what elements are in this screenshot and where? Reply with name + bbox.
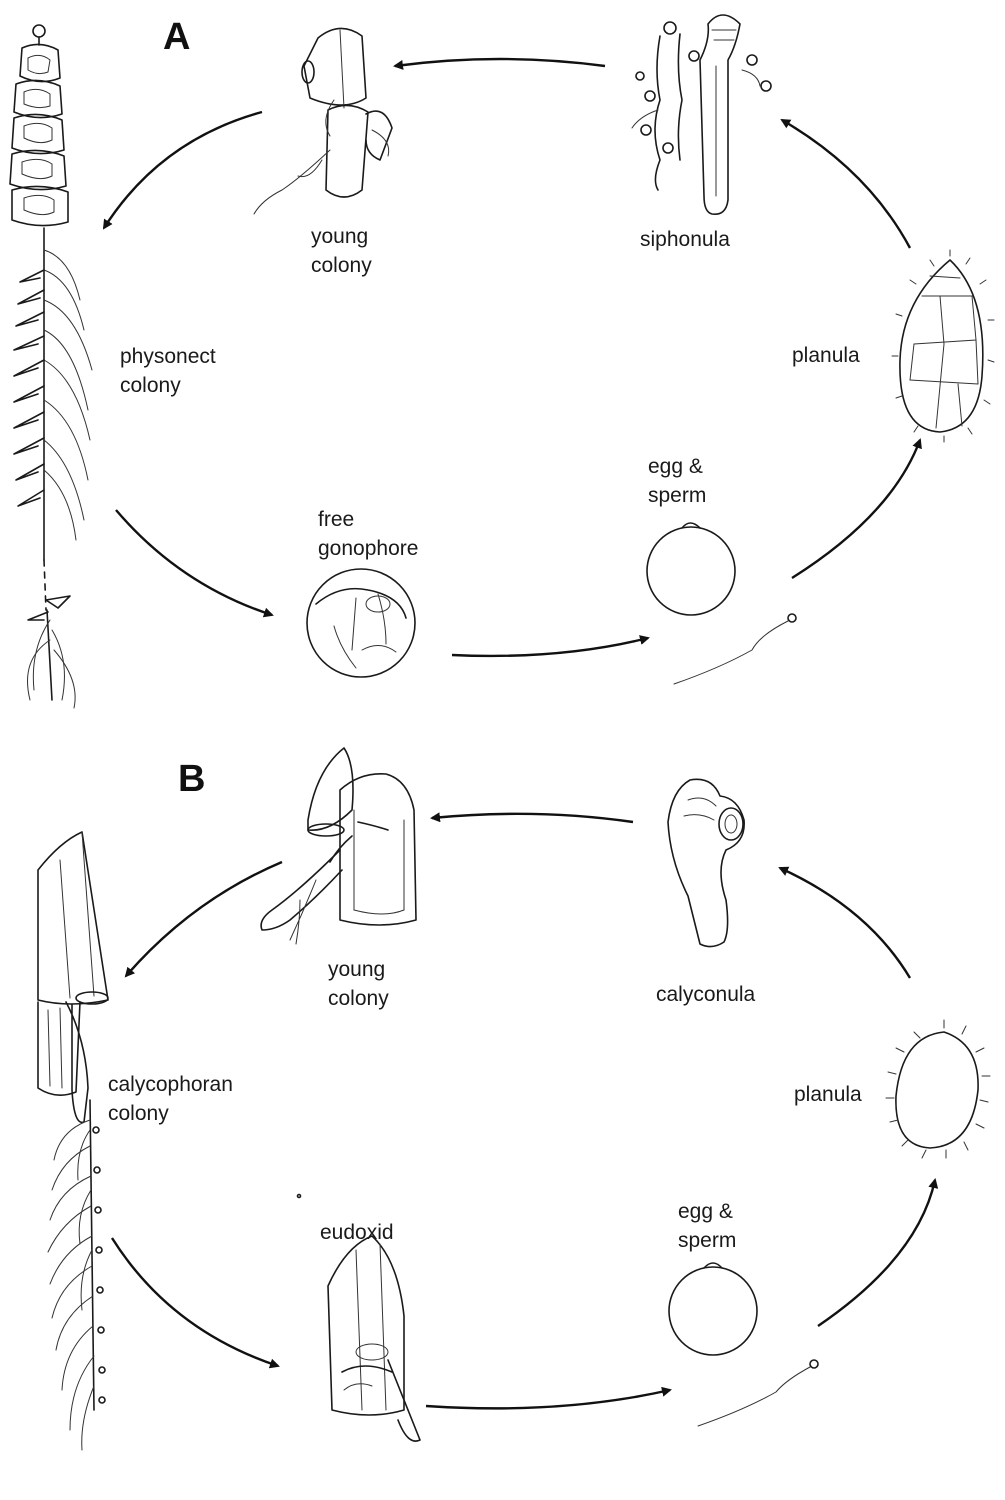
label-line: sperm: [648, 481, 706, 510]
label-line: colony: [108, 1099, 233, 1128]
label-line: siphonula: [640, 225, 730, 254]
young-colony-b-drawing: [261, 748, 416, 944]
label-egg-sperm-b: egg & sperm: [678, 1197, 736, 1255]
arrow-planula-to-calyconula: [780, 868, 910, 978]
arrow-planula-to-siphonula: [782, 120, 910, 248]
arrow-young-colony-to-physonect: [104, 112, 262, 228]
label-line: planula: [794, 1080, 862, 1109]
label-young-colony-b: young colony: [328, 955, 389, 1013]
label-line: planula: [792, 341, 860, 370]
label-young-colony-a: young colony: [311, 222, 372, 280]
label-planula-b: planula: [794, 1080, 862, 1109]
label-line: physonect: [120, 342, 216, 371]
egg-sperm-b-drawing: [669, 1263, 818, 1426]
arrow-calycophoran-to-eudoxid: [112, 1238, 278, 1366]
panel-b-letter: B: [178, 758, 205, 801]
arrow-young-colony-to-calycophoran: [126, 862, 282, 976]
label-line: calyconula: [656, 980, 755, 1009]
label-line: egg &: [648, 452, 706, 481]
label-free-gonophore: free gonophore: [318, 505, 418, 563]
label-line: sperm: [678, 1226, 736, 1255]
label-line: colony: [311, 251, 372, 280]
arrow-siphonula-to-young-colony: [395, 59, 605, 66]
arrow-physonect-to-gonophore: [116, 510, 272, 615]
arrow-calyconula-to-young-colony: [432, 814, 633, 822]
label-line: eudoxid: [320, 1218, 394, 1247]
label-line: colony: [328, 984, 389, 1013]
arrow-egg-to-planula-b: [818, 1180, 935, 1326]
panel-a-letter: A: [163, 16, 190, 59]
label-physonect-colony: physonect colony: [120, 342, 216, 400]
physonect-colony-drawing: [10, 25, 92, 708]
planula-a-drawing: [892, 250, 994, 442]
arrow-gonophore-to-egg: [452, 638, 648, 656]
label-line: young: [328, 955, 389, 984]
free-gonophore-drawing: [307, 569, 415, 677]
label-line: calycophoran: [108, 1070, 233, 1099]
label-planula-a: planula: [792, 341, 860, 370]
egg-sperm-a-drawing: [647, 523, 796, 684]
siphonula-drawing: [632, 15, 771, 214]
label-line: young: [311, 222, 372, 251]
label-line: gonophore: [318, 534, 418, 563]
arrow-egg-to-planula: [792, 440, 920, 578]
label-line: colony: [120, 371, 216, 400]
calyconula-drawing: [668, 779, 744, 946]
label-line: free: [318, 505, 418, 534]
young-colony-a-drawing: [254, 28, 392, 214]
label-calyconula: calyconula: [656, 980, 755, 1009]
label-egg-sperm-a: egg & sperm: [648, 452, 706, 510]
arrow-eudoxid-to-egg: [426, 1390, 670, 1408]
calycophoran-colony-drawing: [38, 832, 108, 1450]
planula-b-drawing: [886, 1020, 990, 1158]
label-line: egg &: [678, 1197, 736, 1226]
label-calycophoran-colony: calycophoran colony: [108, 1070, 233, 1128]
label-eudoxid: eudoxid: [320, 1218, 394, 1247]
label-siphonula: siphonula: [640, 225, 730, 254]
